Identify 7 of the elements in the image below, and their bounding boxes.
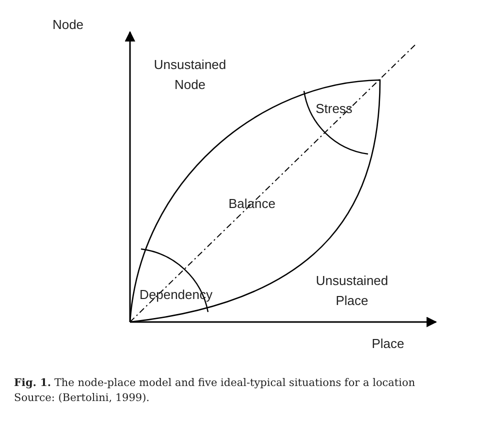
region-label: Unsustained Place — [314, 272, 390, 310]
region-label: Stress — [316, 100, 352, 118]
axis-label: Node — [52, 16, 84, 34]
region-label: Unsustained Node — [152, 56, 228, 94]
figure-caption: Fig. 1. The node-place model and five ideal-typical situations for a location Source: (Bertolini, 1999). — [14, 376, 416, 406]
axis-label: Place — [372, 335, 404, 353]
region-label: Balance — [228, 195, 276, 213]
